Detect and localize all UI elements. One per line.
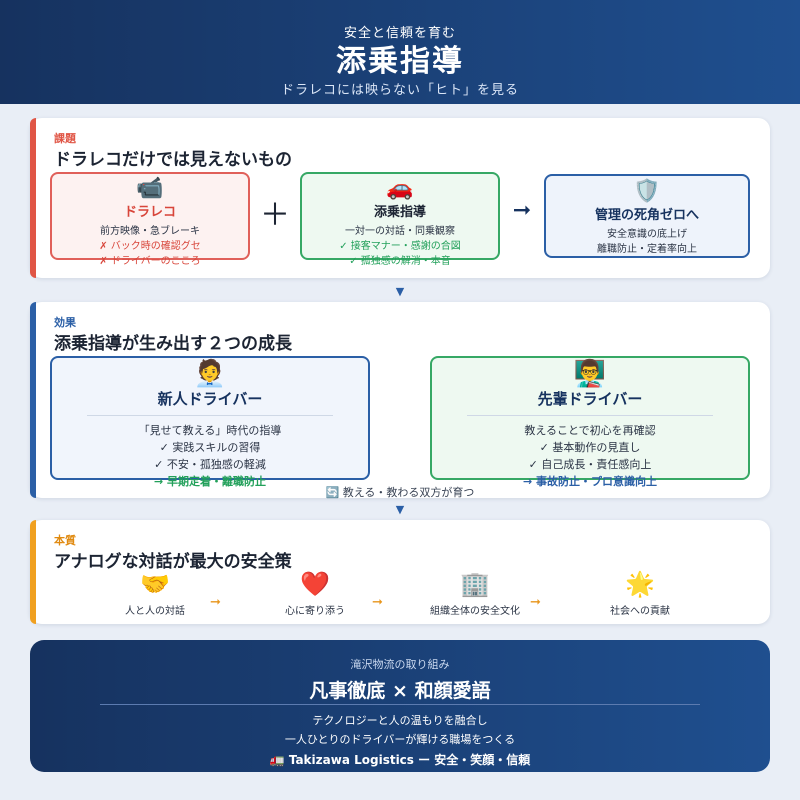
header-subtitle: ドラレコには映らない「ヒト」を見る [280, 83, 519, 98]
flow-step-label: 社会への貢献 [610, 606, 670, 617]
footer-divider [100, 704, 700, 705]
footer-line: 一人ひとりのドライバーが輝ける職場をつくる [284, 733, 516, 746]
essence-title: アナログな対話が最大の安全策 [54, 552, 292, 572]
star-icon: 🌟 [625, 570, 655, 598]
flow-step-label: 人と人の対話 [125, 606, 185, 617]
footer-brand: 🚛 Takizawa Logistics ー 安全・笑顔・信頼 [269, 753, 531, 767]
essence-tag: 本質 [54, 534, 76, 547]
footer-title: 凡事徹底 × 和顔愛語 [309, 680, 491, 702]
dashcam-title: ドラレコ [123, 205, 176, 220]
plus-sign: ＋ [260, 198, 290, 233]
senior-card: 👨‍🏫 先輩ドライバー 教えることで初心を再確認 ✓ 基本動作の見直し ✓ 自己… [430, 356, 750, 488]
right-arrow-icon: ➞ [512, 198, 532, 223]
newbie-line: ✓ 不安・孤独感の軽減 [154, 458, 266, 471]
heart-icon: ❤️ [300, 570, 330, 598]
flow-step-empathy: ❤️ 心に寄り添う [255, 570, 375, 617]
management-title: 管理の死角ゼロへ [594, 208, 699, 223]
flow-arrow-icon: ➞ [210, 595, 221, 610]
dashcam-line: 前方映像・急ブレーキ [100, 226, 200, 237]
essence-accent-bar [30, 520, 36, 624]
issue-title: ドラレコだけでは見えないもの [54, 150, 292, 170]
flow-arrow-icon: ➞ [530, 595, 541, 610]
senior-line: 教えることで初心を再確認 [524, 424, 656, 437]
senior-line: ✓ 自己成長・責任感向上 [528, 458, 652, 471]
ride-along-line: 一対一の対話・同乗観察 [345, 226, 455, 237]
down-arrow-icon: ▼ [395, 503, 405, 516]
dashcam-card: 📹 ドラレコ 前方映像・急ブレーキ ✗ バック時の確認グセ ✗ ドライバーのここ… [50, 172, 250, 267]
management-card: 🛡️ 管理の死角ゼロへ 安全意識の底上げ 離職防止・定着率向上 [544, 174, 750, 258]
issue-tag: 課題 [54, 132, 76, 145]
senior-result: → 事故防止・プロ意識向上 [522, 475, 658, 488]
handshake-icon: 🤝 [140, 570, 170, 598]
flow-step-label: 組織全体の安全文化 [430, 606, 520, 617]
ride-along-line: ✓ 接客マナー・感謝の合図 [339, 241, 461, 252]
flow-step-culture: 🏢 組織全体の安全文化 [415, 570, 535, 617]
flow-arrow-icon: ➞ [372, 595, 383, 610]
management-line: 安全意識の底上げ [607, 229, 687, 240]
header-kicker: 安全と信頼を育む [343, 26, 456, 41]
down-arrow-icon: ▼ [395, 285, 405, 298]
essence-panel: 本質 アナログな対話が最大の安全策 [30, 520, 770, 624]
person-icon: 🧑‍💼 [193, 359, 227, 389]
issue-panel: 課題 ドラレコだけでは見えないもの 📹 ドラレコ 前方映像・急ブレーキ ✗ バッ… [30, 118, 770, 278]
page-title: 添乗指導 [336, 44, 464, 79]
footer-banner: 滝沢物流の取り組み 凡事徹底 × 和顔愛語 テクノロジーと人の温もりを融合し 一… [30, 640, 770, 772]
flow-step-label: 心に寄り添う [285, 606, 345, 617]
newbie-result: → 早期定着・離職防止 [153, 475, 267, 488]
effect-title: 添乗指導が生み出す２つの成長 [54, 334, 292, 354]
car-icon: 🚗 [386, 176, 414, 201]
shield-icon: 🛡️ [633, 179, 661, 204]
dashcam-line: ✗ バック時の確認グセ [99, 241, 201, 252]
effect-tag: 効果 [54, 316, 76, 329]
newbie-card: 🧑‍💼 新人ドライバー 「見せて教える」時代の指導 ✓ 実践スキルの習得 ✓ 不… [50, 356, 370, 488]
newbie-line: 「見せて教える」時代の指導 [138, 424, 282, 437]
dashcam-line: ✗ ドライバーのこころ [99, 256, 201, 267]
divider [86, 415, 334, 416]
footer-line: テクノロジーと人の温もりを融合し [312, 714, 488, 727]
senior-title: 先輩ドライバー [537, 390, 643, 408]
management-line: 離職防止・定着率向上 [597, 244, 697, 255]
flow-step-society: 🌟 社会への貢献 [580, 570, 700, 617]
effect-accent-bar [30, 302, 36, 498]
footer-kicker: 滝沢物流の取り組み [350, 658, 450, 671]
video-camera-icon: 📹 [136, 176, 164, 201]
office-building-icon: 🏢 [460, 570, 490, 598]
senior-line: ✓ 基本動作の見直し [539, 441, 641, 454]
issue-accent-bar [30, 118, 36, 278]
divider [466, 415, 714, 416]
newbie-line: ✓ 実践スキルの習得 [159, 441, 261, 454]
ride-along-card: 🚗 添乗指導 一対一の対話・同乗観察 ✓ 接客マナー・感謝の合図 ✓ 孤独感の解… [300, 172, 500, 267]
effect-panel: 効果 添乗指導が生み出す２つの成長 🧑‍💼 新人ドライバー 「見せて教える」時代… [30, 302, 770, 499]
ride-along-title: 添乗指導 [373, 205, 426, 220]
flow-step-dialogue: 🤝 人と人の対話 [95, 570, 215, 617]
newbie-title: 新人ドライバー [157, 390, 263, 408]
mutual-growth-note: 🔄 教える・教わる双方が育つ [325, 486, 475, 499]
ride-along-line: ✓ 孤独感の解消・本音 [349, 256, 451, 267]
teacher-icon: 👨‍🏫 [573, 359, 607, 389]
header-banner: 安全と信頼を育む 添乗指導 ドラレコには映らない「ヒト」を見る [0, 0, 800, 104]
